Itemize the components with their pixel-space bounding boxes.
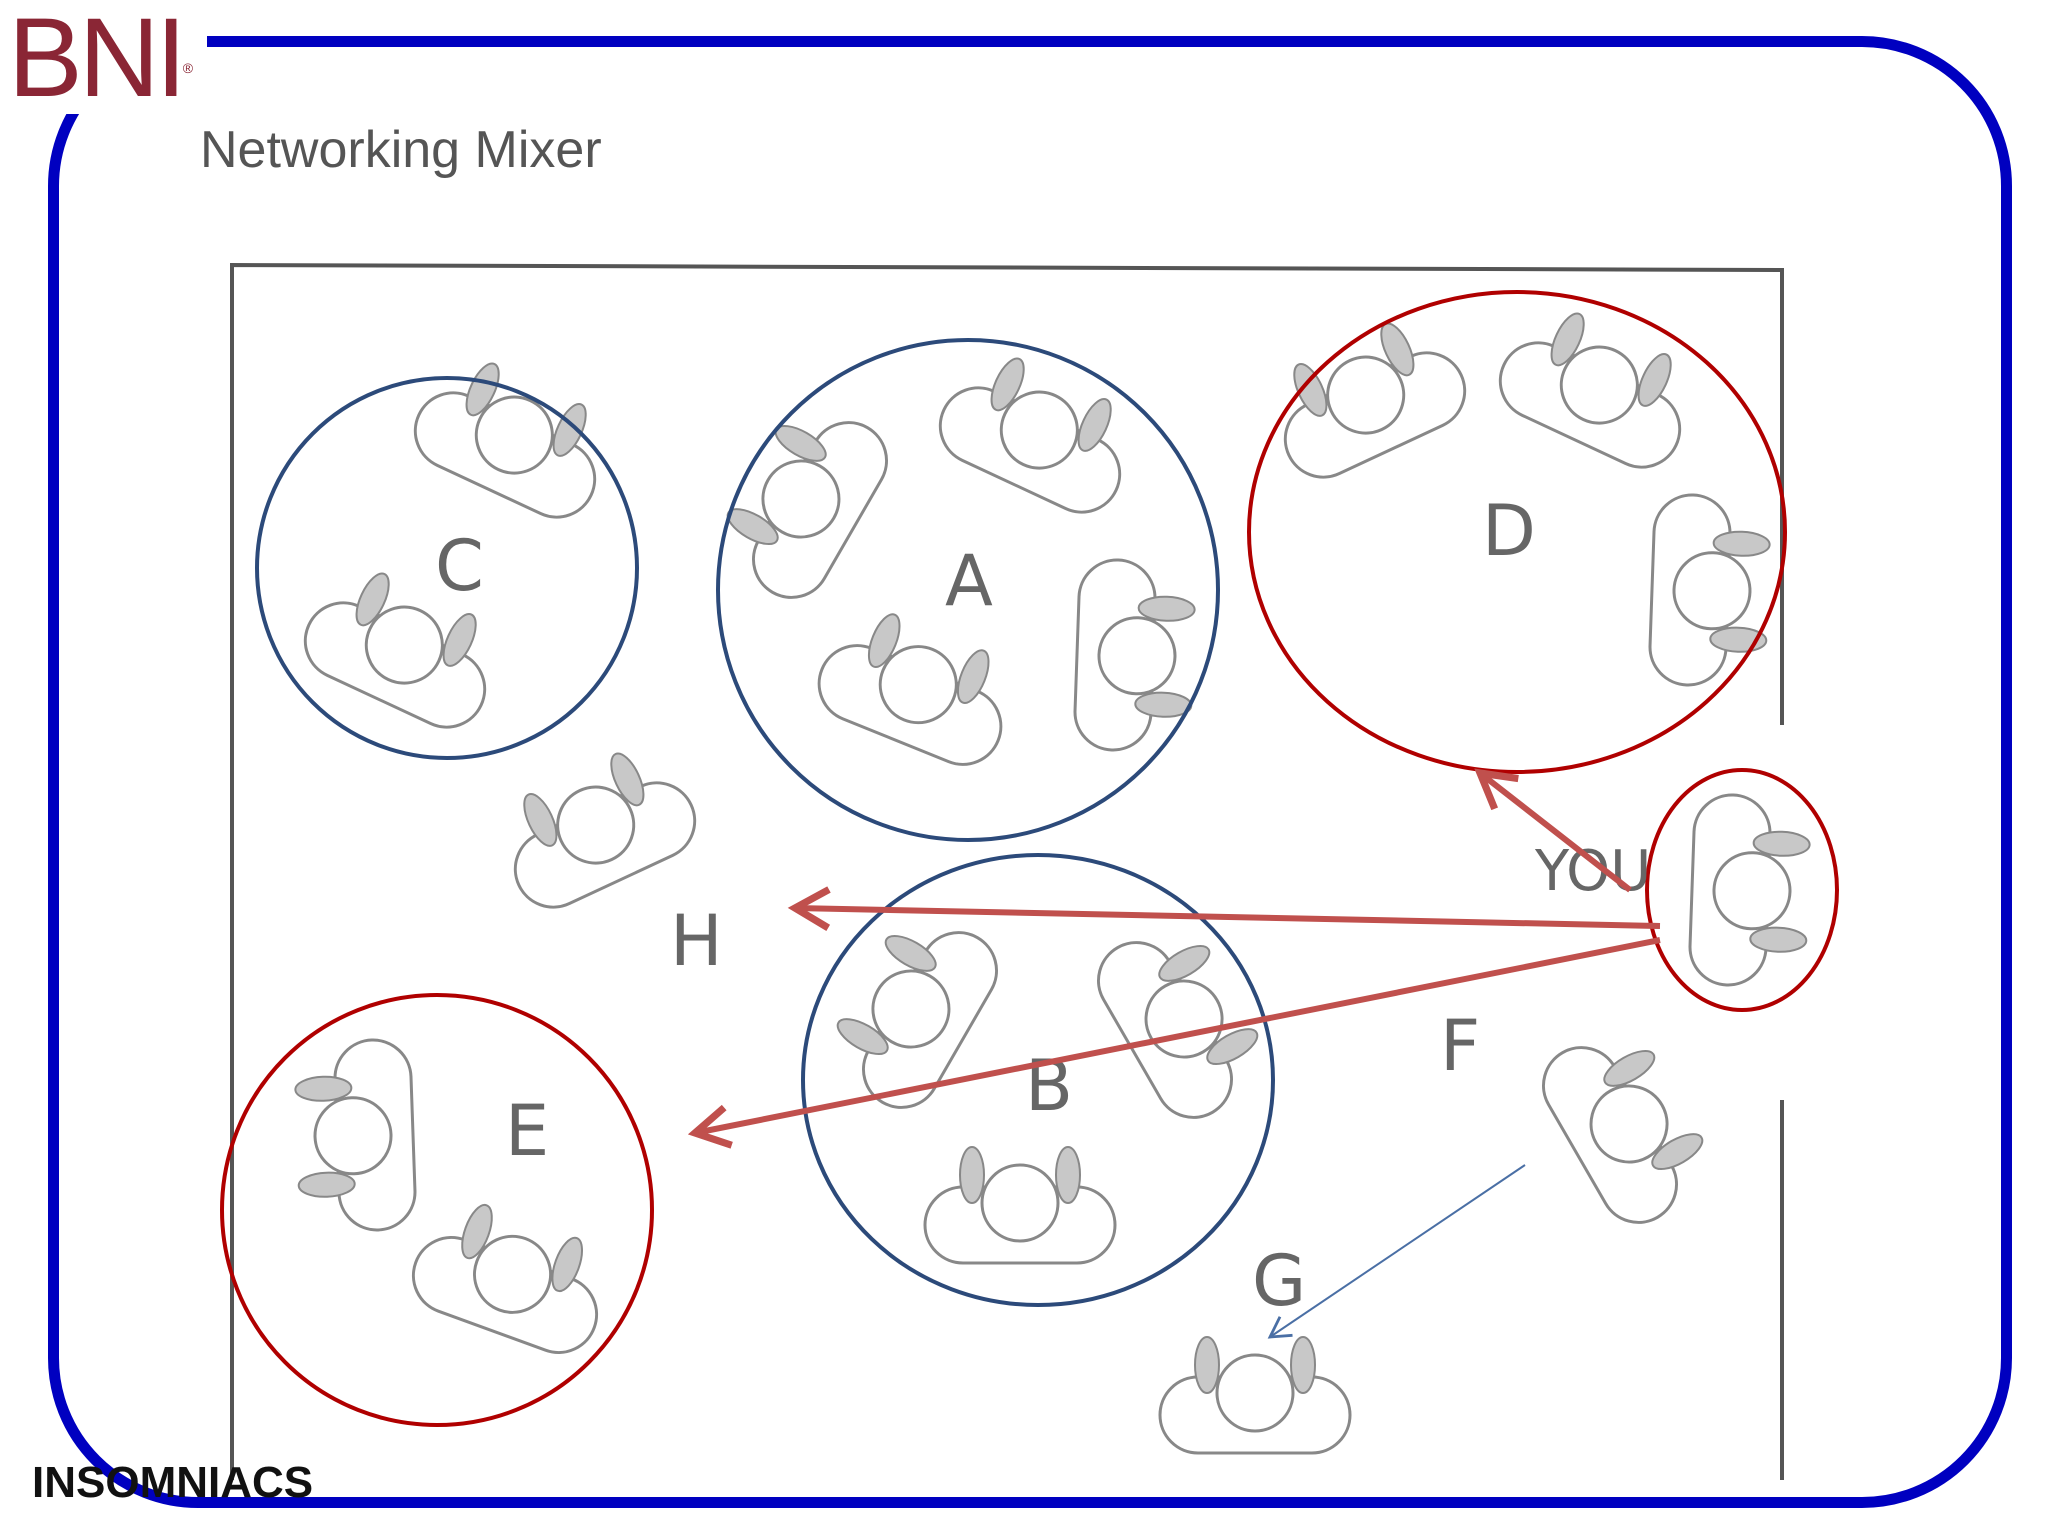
group-a-circle: [716, 338, 1220, 842]
group-c-circle: [255, 376, 639, 760]
label-c: C: [435, 525, 484, 607]
label-d: D: [1482, 490, 1536, 572]
label-a: A: [945, 540, 993, 622]
footer-label: INSOMNIACS: [32, 1458, 314, 1507]
you-circle: [1645, 768, 1839, 1012]
group-e-people: [292, 1037, 623, 1365]
person-you: [1687, 792, 1813, 990]
arrow-you-to-h: [787, 886, 1661, 931]
person-g: [1158, 1335, 1352, 1455]
person-h: [484, 732, 709, 922]
page-title: Networking Mixer: [200, 121, 602, 179]
arrow-f-to-g: [1267, 1164, 1526, 1339]
label-h: H: [670, 900, 723, 982]
group-b-circle: [801, 853, 1275, 1307]
arrow-you-to-e: [687, 937, 1661, 1149]
label-e: E: [505, 1090, 549, 1172]
label-g: G: [1252, 1240, 1306, 1322]
label-f: F: [1440, 1005, 1480, 1087]
arrow-you-to-d: [1474, 768, 1632, 893]
person-f: [1528, 1012, 1727, 1238]
group-e-circle: [220, 993, 654, 1427]
label-you: YOU: [1534, 839, 1651, 904]
bni-logo: BNI®: [8, 2, 208, 114]
